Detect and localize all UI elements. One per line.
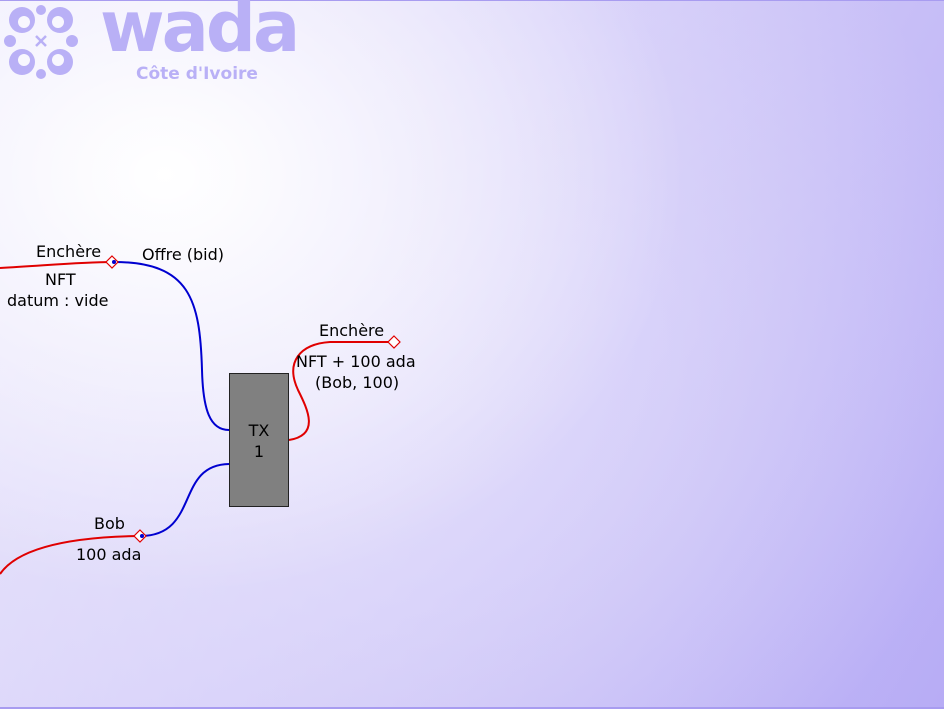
transaction-label: TX <box>248 421 270 440</box>
transaction-box <box>229 373 289 507</box>
input-spend-wire-bob <box>140 463 230 537</box>
input-bob-value: 100 ada <box>76 545 142 564</box>
logo-subtitle: Côte d'Ivoire <box>136 64 258 84</box>
wada-emblem-icon <box>4 5 78 79</box>
input-auction-address: Enchère <box>36 242 102 261</box>
output-auction-value: NFT + 100 ada <box>296 352 416 371</box>
input-auction-redeemer: Offre (bid) <box>142 245 225 264</box>
input-auction-value: NFT <box>45 270 76 289</box>
input-spend-wire-auction <box>113 261 230 431</box>
output-port-auction <box>387 335 401 349</box>
output-auction-datum: (Bob, 100) <box>315 373 400 392</box>
output-utxo-wire-auction <box>288 341 392 441</box>
input-port-auction <box>105 255 119 269</box>
input-bob-address: Bob <box>94 514 125 533</box>
logo-wordmark: wada <box>100 0 300 68</box>
output-auction-address: Enchère <box>319 321 385 340</box>
input-auction-datum: datum : vide <box>7 291 109 310</box>
input-utxo-wire-auction <box>0 261 113 269</box>
input-utxo-wire-bob <box>0 535 139 575</box>
transaction-number: 1 <box>253 442 265 461</box>
input-port-bob <box>133 529 147 543</box>
